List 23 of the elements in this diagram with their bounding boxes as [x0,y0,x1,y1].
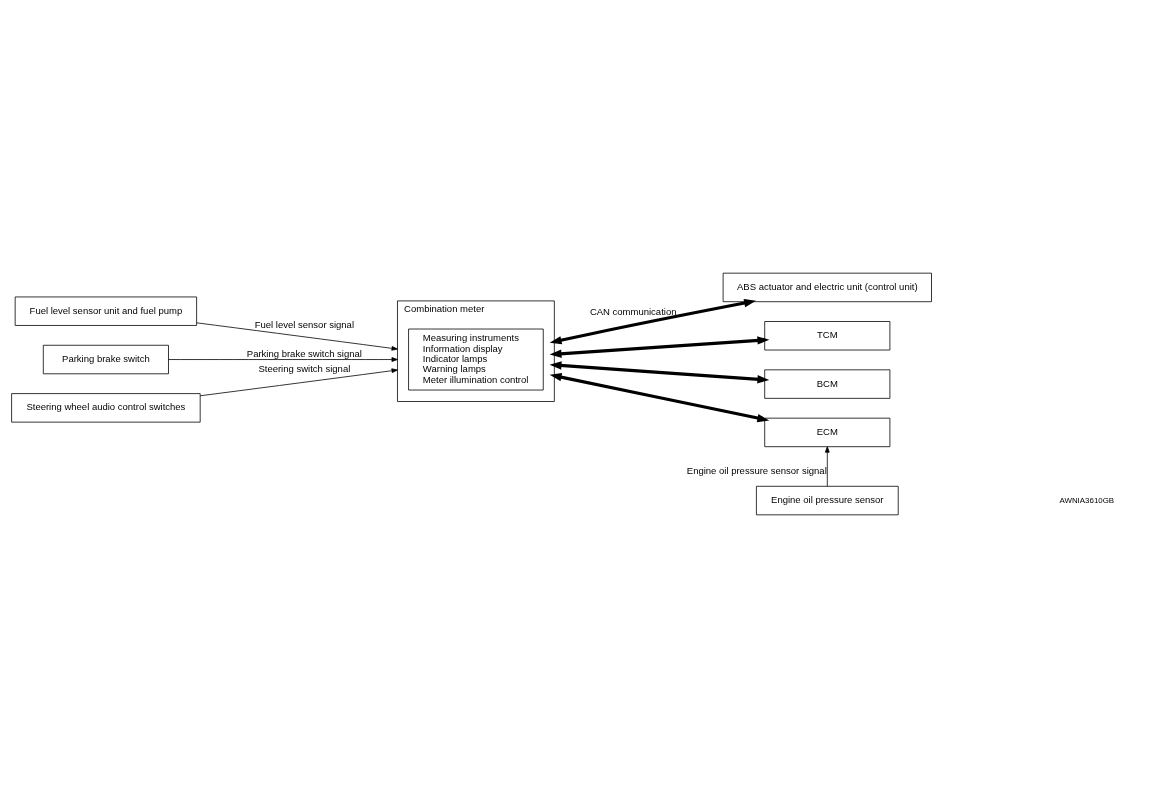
node-box: ECM [764,417,891,448]
node-box: ABS actuator and electric unit (control unit) [722,272,932,303]
edge-label: Steering switch signal [258,362,351,374]
arrow [199,368,398,397]
node-box: Engine oil pressure sensor [756,485,899,516]
node-box: TCM [764,321,891,351]
edge-label: Parking brake switch signal [246,347,362,359]
arrow [168,357,398,362]
arrow [549,361,770,384]
edge-label: Fuel level sensor signal [254,318,355,330]
arrow [549,373,770,423]
edge-label: CAN communication [589,305,677,317]
node-box: Fuel level sensor unit and fuel pump [14,296,197,326]
arrow [824,446,830,487]
node-box: BCM [764,369,891,399]
label: AWNIA3610GB [1059,495,1115,505]
edge-label: Engine oil pressure sensor signal [686,465,827,477]
node-box: Steering wheel audio control switches [11,393,201,423]
arrow [549,298,757,345]
arrow [549,336,770,358]
node-box: Parking brake switch [42,344,169,375]
node-box: Measuring instruments Information display Indicator lamps Warning lamps Meter illumination control [408,328,544,391]
arrow [196,322,398,351]
